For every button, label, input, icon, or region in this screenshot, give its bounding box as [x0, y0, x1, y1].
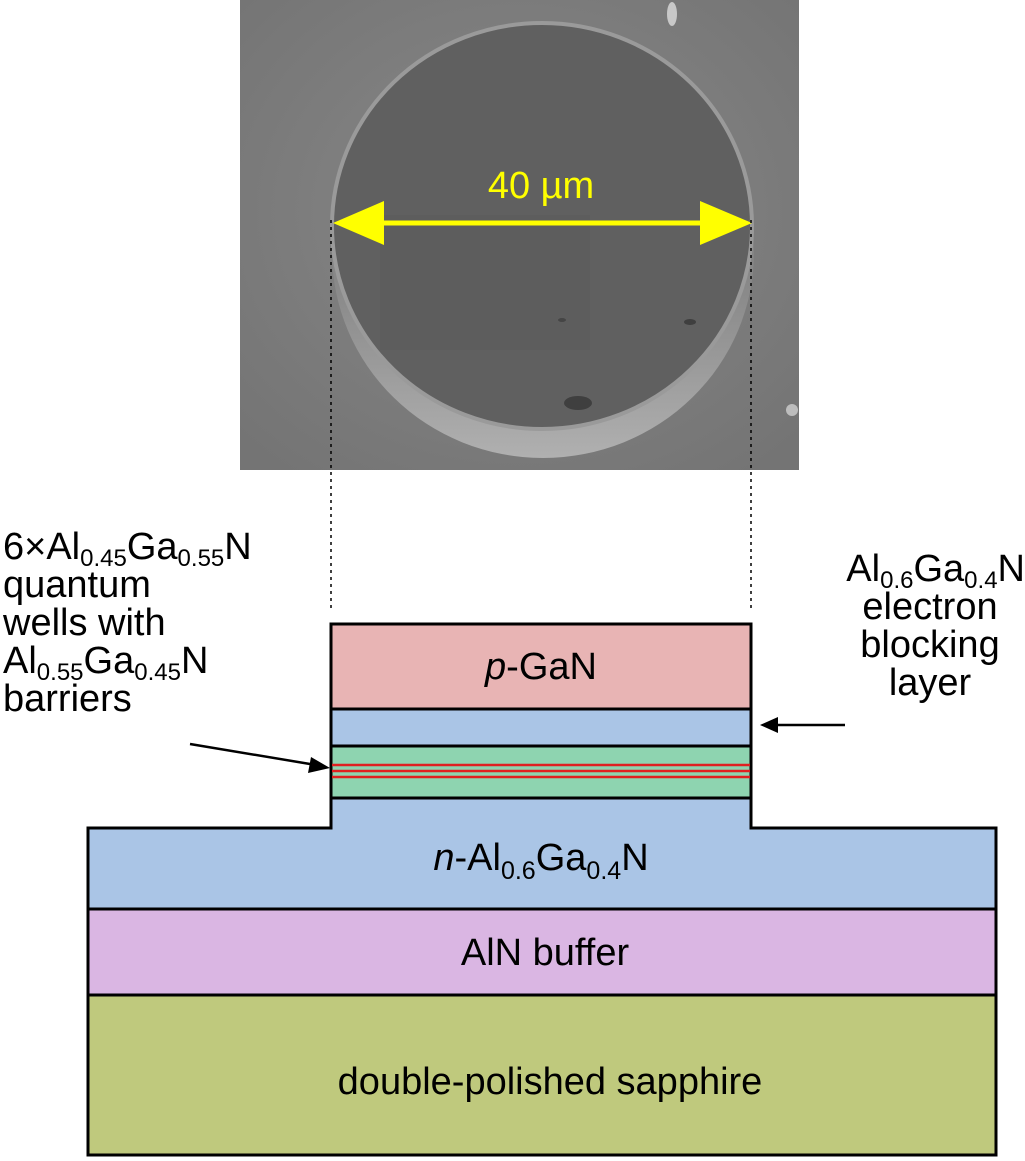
ebl-annotation-line2: electron: [862, 586, 998, 628]
scale-bar: 40 µm: [333, 165, 752, 245]
layer-aln-buffer: [86, 907, 998, 997]
qw-annotation: 6×Al0.45Ga0.55N quantum wells with Al0.5…: [3, 528, 252, 718]
qw-arrow-head: [308, 757, 330, 773]
sem-image: 40 µm: [240, 0, 799, 470]
mesa-top-highlight: [330, 21, 754, 431]
ebl-arrow: [760, 717, 845, 733]
qw-arrow-shaft: [189, 742, 317, 767]
ebl-arrow-head: [760, 717, 778, 733]
scale-bar-right-arrowhead: [700, 201, 752, 245]
qw-annotation-line2: quantum: [3, 564, 151, 606]
layer-ebl: [329, 707, 753, 748]
label-n-algan: n-Al0.6Ga0.4N: [433, 837, 648, 885]
qw-annotation-line5: barriers: [3, 678, 132, 720]
quantum-well-lines: [332, 763, 750, 779]
label-p-gan: p-GaN: [484, 646, 597, 688]
surface-particle: [558, 318, 566, 322]
surface-particle: [786, 404, 798, 416]
surface-particle: [667, 2, 677, 26]
qw-annotation-line1: 6×Al0.45Ga0.55N: [3, 526, 252, 572]
qw-arrow: [189, 742, 330, 773]
surface-particle: [684, 319, 696, 325]
label-aln-buffer: AlN buffer: [461, 932, 630, 974]
scale-bar-label: 40 µm: [488, 165, 594, 207]
qw-annotation-line3: wells with: [3, 602, 166, 644]
qw-annotation-line4: Al0.55Ga0.45N: [3, 640, 209, 686]
layer-sapphire: [86, 993, 998, 1157]
ebl-annotation-line3: blocking: [860, 624, 1000, 666]
surface-particle: [564, 396, 592, 410]
scale-bar-left-arrowhead: [333, 201, 384, 245]
layer-stack: [86, 622, 998, 1157]
ebl-annotation-line1: Al0.6Ga0.4N: [846, 548, 1025, 594]
mesa-contact-pad: [380, 215, 590, 350]
layer-p-gan: [329, 622, 753, 711]
label-sapphire: double-polished sapphire: [338, 1061, 763, 1103]
ebl-annotation-line4: layer: [888, 662, 972, 704]
ebl-annotation: Al0.6Ga0.4N electron blocking layer: [835, 550, 1025, 702]
